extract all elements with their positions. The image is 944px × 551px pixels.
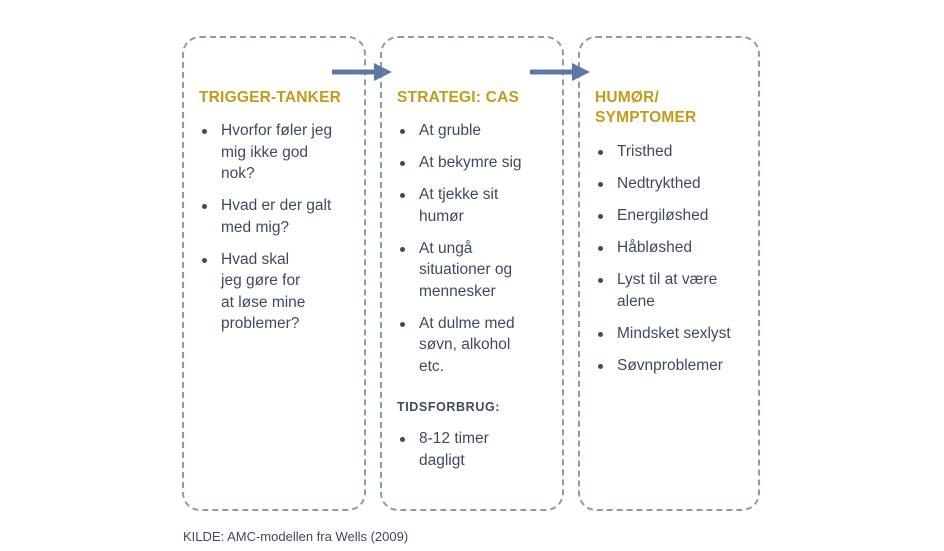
list-item: At bekymre sig	[397, 152, 554, 174]
list-item: Hvorfor føler jeg mig ikke god nok?	[199, 120, 356, 185]
list-item: Hvad skal jeg gøre for at løse mine prob…	[199, 249, 356, 335]
mood-symptoms-title: HUMØR/ SYMPTOMER	[595, 89, 697, 126]
list-item: At ungå situationer og mennesker	[397, 238, 554, 303]
list-item: 8-12 timer dagligt	[397, 428, 554, 471]
list-item: Energiløshed	[595, 205, 750, 227]
strategy-cas-box: STRATEGI: CAS At gruble At bekymre sig A…	[380, 36, 564, 511]
list-item: At tjekke sit humør	[397, 184, 554, 227]
right-arrow-icon	[530, 63, 590, 81]
strategy-title: STRATEGI: CAS	[397, 89, 520, 106]
list-item: Nedtrykthed	[595, 173, 750, 195]
list-item: Håbløshed	[595, 237, 750, 259]
trigger-thoughts-box: TRIGGER-TANKER Hvorfor føler jeg mig ikk…	[182, 36, 366, 511]
strategy-list: At gruble At bekymre sig At tjekke sit h…	[397, 120, 554, 388]
list-item: At gruble	[397, 120, 554, 142]
mood-symptoms-list: Tristhed Nedtrykthed Energiløshed Håbløs…	[595, 141, 750, 387]
trigger-thoughts-list: Hvorfor føler jeg mig ikke god nok? Hvad…	[199, 120, 356, 345]
list-item: Mindsket sexlyst	[595, 323, 750, 345]
source-caption: KILDE: AMC-modellen fra Wells (2009)	[183, 529, 409, 544]
time-usage-list: 8-12 timer dagligt	[397, 428, 554, 482]
mood-symptoms-box: HUMØR/ SYMPTOMER Tristhed Nedtrykthed En…	[578, 36, 760, 511]
list-item: Tristhed	[595, 141, 750, 163]
list-item: Lyst til at være alene	[595, 269, 750, 312]
list-item: Hvad er der galt med mig?	[199, 195, 356, 238]
time-usage-heading: TIDSFORBRUG:	[397, 400, 501, 414]
right-arrow-icon	[332, 63, 392, 81]
list-item: Søvnproblemer	[595, 355, 750, 377]
list-item: At dulme med søvn, alkohol etc.	[397, 313, 554, 378]
trigger-thoughts-title: TRIGGER-TANKER	[199, 89, 342, 106]
